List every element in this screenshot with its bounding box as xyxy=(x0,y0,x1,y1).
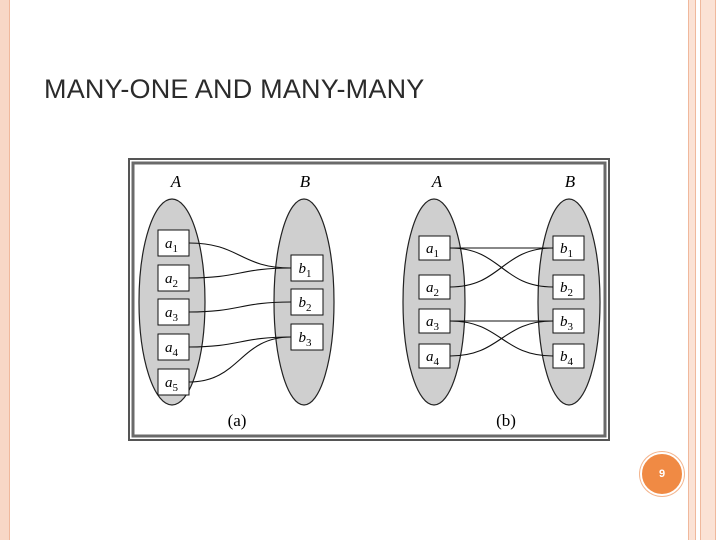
panel-a-set-b-label: B xyxy=(300,172,311,191)
panel-a-element-a2-label: a2 xyxy=(165,271,178,290)
figure-frame xyxy=(128,158,610,441)
panel-b-element-b2-box xyxy=(552,274,585,300)
panel-a-element-a3-label: a3 xyxy=(165,305,179,324)
panel-b-set-b-ellipse xyxy=(537,198,601,406)
panel-b-mapping-lines xyxy=(449,247,554,357)
panel-b-element-b2: b2 xyxy=(552,274,585,300)
panel-b-set-a-ellipse xyxy=(402,198,466,406)
panel-b-element-a2-label: a2 xyxy=(426,280,439,299)
panel-b-element-b4-label: b4 xyxy=(560,349,574,368)
panel-b-element-a3-box xyxy=(418,308,451,334)
panel-a-element-a3: a3 xyxy=(157,298,190,326)
left-decorative-border xyxy=(0,0,10,540)
panel-b-set-b-label: B xyxy=(565,172,576,191)
panel-b-element-b4: b4 xyxy=(552,343,585,369)
panel-a-element-a1-label: a1 xyxy=(165,236,178,255)
panel-b-element-a2: a2 xyxy=(418,274,451,300)
panel-a-element-a4-box xyxy=(157,333,190,361)
panel-a-element-b2-label: b2 xyxy=(299,295,312,314)
panel-a-element-b3-label: b3 xyxy=(299,330,313,349)
right-decorative-stripe-inner xyxy=(688,0,696,540)
panel-a-mapping-lines xyxy=(188,242,292,383)
panel-a-element-b3: b3 xyxy=(290,323,324,351)
panel-a-mapping-line xyxy=(188,267,292,279)
page-number-badge: 9 xyxy=(640,452,684,496)
panel-a-element-b1-box xyxy=(290,254,324,282)
panel-a-element-a2-box xyxy=(157,264,190,292)
panel-a-mapping-line xyxy=(188,336,292,383)
panel-b-element-b3: b3 xyxy=(552,308,585,334)
panel-b-element-a4-label: a4 xyxy=(426,349,440,368)
panel-b-element-b3-label: b3 xyxy=(560,314,574,333)
panel-b-element-b2-label: b2 xyxy=(560,280,573,299)
panel-b-element-a1-box xyxy=(418,235,451,261)
panel-a-element-b1: b1 xyxy=(290,254,324,282)
element-boxes: a1 a2 a3 a4 a5 b1 b2 b3 a1 a2 a3 a4 b1 b2 b3 b4 xyxy=(157,229,585,396)
panel-a-element-a5-box xyxy=(157,368,190,396)
panel-a-element-b1-label: b1 xyxy=(299,261,312,280)
panel-b-element-b1: b1 xyxy=(552,235,585,261)
panel-b-element-b1-box xyxy=(552,235,585,261)
panel-b-set-a-label: A xyxy=(431,172,443,191)
panel-b-element-b1-label: b1 xyxy=(560,241,573,260)
panel-a-element-b2: b2 xyxy=(290,288,324,316)
panel-b-caption: (b) xyxy=(496,411,516,430)
mapping-cardinality-figure: A B A B (a) (b) a1 a2 a3 a4 a5 b1 b2 b3 a1 a2 a3 a4… xyxy=(128,158,610,441)
panel-a-caption: (a) xyxy=(228,411,247,430)
panel-a-element-a4-label: a4 xyxy=(165,340,179,359)
panel-b-element-b4-box xyxy=(552,343,585,369)
panel-a-element-a5-label: a5 xyxy=(165,375,179,394)
panel-b-mapping-line xyxy=(449,320,554,357)
slide-title: MANY-ONE AND MANY-MANY xyxy=(44,74,425,104)
panel-b-element-a2-box xyxy=(418,274,451,300)
panel-b-element-a1: a1 xyxy=(418,235,451,261)
panel-b-element-a1-label: a1 xyxy=(426,241,439,260)
panel-b-element-a4-box xyxy=(418,343,451,369)
panel-a-element-a1: a1 xyxy=(157,229,190,257)
panel-b-mapping-line xyxy=(449,247,554,288)
panel-a-element-a4: a4 xyxy=(157,333,190,361)
panel-a-element-a3-box xyxy=(157,298,190,326)
panel-a-mapping-line xyxy=(188,242,292,269)
panel-a-set-a-label: A xyxy=(170,172,182,191)
panel-a-mapping-line xyxy=(188,336,292,348)
panel-b-element-a4: a4 xyxy=(418,343,451,369)
panel-a-element-a1-box xyxy=(157,229,190,257)
panel-a-element-a2: a2 xyxy=(157,264,190,292)
panel-b-element-b3-box xyxy=(552,308,585,334)
figure-inner-frame xyxy=(131,161,607,438)
panel-b-element-a3: a3 xyxy=(418,308,451,334)
panel-a-element-b2-box xyxy=(290,288,324,316)
panel-b-element-a3-label: a3 xyxy=(426,314,440,333)
panel-a-mapping-line xyxy=(188,301,292,313)
panel-a-element-a5: a5 xyxy=(157,368,190,396)
right-decorative-stripe-outer xyxy=(700,0,716,540)
panel-a-element-b3-box xyxy=(290,323,324,351)
